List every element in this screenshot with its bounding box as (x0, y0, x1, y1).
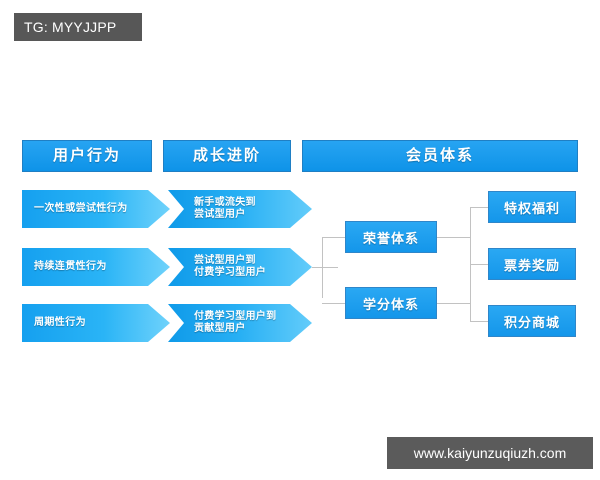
behavior-chevron-row-3: 周期性行为 (22, 304, 170, 342)
column-header-membership-system: 会员体系 (302, 140, 578, 172)
connector-line-credit-out (437, 303, 470, 304)
behavior-chevron-row-1: 一次性或尝试性行为 (22, 190, 170, 228)
tg-watermark-tag: TG: MYYJJPP (14, 13, 142, 41)
system-box-honor: 荣誉体系 (345, 221, 437, 253)
system-box-credit: 学分体系 (345, 287, 437, 319)
column-header-growth-stage: 成长进阶 (163, 140, 291, 172)
column-header-user-behavior: 用户行为 (22, 140, 152, 172)
reward-box-coupon-rewards: 票券奖励 (488, 248, 576, 280)
connector-line-trunk-vertical (322, 237, 323, 298)
transition-chevron-row-1: 新手或流失到 尝试型用户 (168, 190, 312, 228)
transition-chevron-row-2: 尝试型用户到 付费学习型用户 (168, 248, 312, 286)
site-watermark: www.kaiyunzuqiuzh.com (387, 437, 593, 469)
connector-line-to-privilege (470, 207, 488, 208)
behavior-chevron-row-2: 持续连贯性行为 (22, 248, 170, 286)
reward-box-privilege-benefits: 特权福利 (488, 191, 576, 223)
reward-box-points-mall: 积分商城 (488, 305, 576, 337)
connector-line-trunk-in (312, 267, 338, 268)
connector-line-to-credit (322, 303, 346, 304)
connector-line-to-points (470, 321, 488, 322)
transition-chevron-row-3: 付费学习型用户到 贡献型用户 (168, 304, 312, 342)
connector-line-to-coupon (470, 264, 488, 265)
connector-line-to-honor (322, 237, 346, 238)
connector-line-honor-out (437, 237, 470, 238)
